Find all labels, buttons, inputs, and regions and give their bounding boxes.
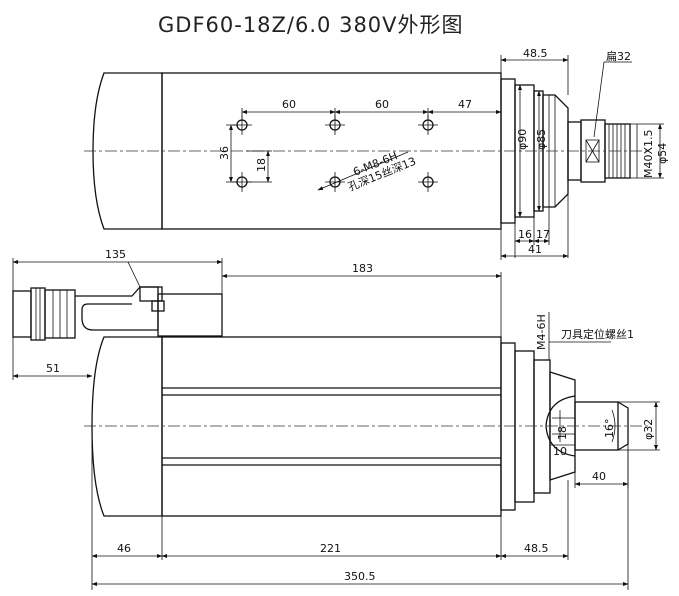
dim-36: 36 (218, 146, 231, 160)
dim-16: 16 (518, 228, 532, 241)
dim-60-left: 60 (282, 98, 296, 111)
dim-60-right: 60 (375, 98, 389, 111)
dim-16-degree: 16° (603, 419, 616, 439)
cable-connector (12, 286, 223, 341)
dim-40: 40 (592, 470, 606, 483)
dim-41: 41 (528, 243, 542, 256)
dim-48-5-bottom: 48.5 (524, 542, 549, 555)
dim-221: 221 (320, 542, 341, 555)
dim-17: 17 (536, 228, 550, 241)
rear-cover-side (91, 336, 163, 517)
flat-32-label: 扁32 (606, 50, 631, 63)
drawing-title: GDF60-18Z/6.0 380V外形图 (158, 13, 464, 37)
dim-18-side: 18 (556, 426, 569, 440)
cooling-fins (162, 387, 501, 466)
dim-10: 10 (553, 445, 567, 458)
mounting-holes (232, 115, 438, 192)
dim-phi32: φ32 (642, 419, 655, 440)
dim-phi90: φ90 (516, 129, 529, 150)
dim-phi54: φ54 (656, 143, 669, 164)
dim-183: 183 (352, 262, 373, 275)
side-view: 135 183 51 M4-6H 刀具定位螺丝1 φ32 16° 18 10 4… (12, 248, 660, 590)
dim-51: 51 (46, 362, 60, 375)
motor-body-side (161, 336, 502, 517)
m4-thread-label: M4-6H (535, 314, 548, 350)
dim-46: 46 (117, 542, 131, 555)
tool-screw-label: 刀具定位螺丝1 (561, 327, 634, 341)
dim-135: 135 (105, 248, 126, 261)
dim-48-5-top: 48.5 (523, 47, 548, 60)
rear-cover (92, 72, 163, 230)
top-view: 60 60 47 36 18 6-M8-6H 孔深15丝深13 48.5 扁32… (84, 47, 669, 260)
dim-phi85: φ85 (535, 129, 548, 150)
dim-350-5: 350.5 (344, 570, 376, 583)
dim-18-top: 18 (255, 158, 268, 172)
dim-47: 47 (458, 98, 472, 111)
dim-m40x1-5: M40X1.5 (642, 129, 655, 178)
